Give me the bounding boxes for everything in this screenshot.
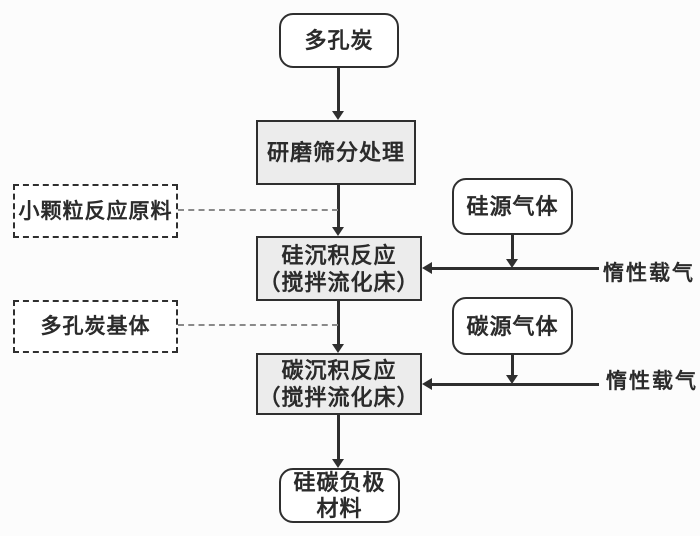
connector-porous-matrix-dashed-line [178,324,338,326]
arrow-cdeposition-to-product-line [337,415,340,459]
node-c-source-gas-label: 碳源气体 [466,313,559,339]
arrow-porous-to-grinding-line [337,68,340,112]
label-inert-gas-bottom: 惰性载气 [606,370,698,393]
arrow-si-source-down-arrowhead-icon [506,259,518,268]
inert-gas-bottom-arrowhead-icon [422,378,432,390]
annotation-small-particle-material: 小颗粒反应原料 [13,184,178,238]
annotation-small-particle-label: 小颗粒反应原料 [18,199,173,223]
node-porous-carbon-label: 多孔炭 [304,28,374,53]
node-si-c-anode-material: 硅碳负极 材料 [279,468,400,523]
node-si-deposition-line2: （搅拌流化床） [258,269,420,295]
inert-gas-bottom-line [431,383,599,386]
node-porous-carbon: 多孔炭 [279,13,399,68]
node-grinding-sieving: 研磨筛分处理 [256,120,416,185]
arrow-sideposition-to-cdeposition-line [337,301,340,344]
arrow-c-source-down-line [511,355,514,377]
label-inert-gas-top: 惰性载气 [603,262,695,285]
node-si-deposition: 硅沉积反应 （搅拌流化床） [256,236,422,301]
inert-gas-top-arrowhead-icon [422,262,432,274]
arrow-porous-to-grinding-arrowhead-icon [332,111,344,120]
connector-small-particle-dashed-line [178,209,338,211]
node-c-deposition-line2: （搅拌流化床） [258,385,420,410]
arrow-si-source-down-line [511,235,514,261]
node-c-deposition-line1: 碳沉积反应 [281,358,397,383]
arrow-sideposition-to-cdeposition-arrowhead-icon [332,344,344,353]
arrow-grinding-to-sideposition-arrowhead-icon [332,227,344,236]
arrow-grinding-to-sideposition-line [337,185,340,227]
node-si-c-anode-line2: 材料 [316,495,363,521]
inert-gas-top-line [431,267,599,270]
arrow-cdeposition-to-product-arrowhead-icon [332,459,344,468]
node-grinding-sieving-label: 研磨筛分处理 [266,140,405,165]
arrow-c-source-down-arrowhead-icon [506,375,518,384]
annotation-porous-matrix-label: 多孔炭基体 [40,315,151,338]
node-c-source-gas: 碳源气体 [452,297,573,355]
annotation-porous-carbon-matrix: 多孔炭基体 [13,300,178,353]
node-si-deposition-line1: 硅沉积反应 [281,242,397,268]
node-si-c-anode-line1: 硅碳负极 [293,469,386,495]
node-si-source-gas-label: 硅源气体 [466,194,559,219]
node-c-deposition: 碳沉积反应 （搅拌流化床） [256,353,422,415]
node-si-source-gas: 硅源气体 [452,178,573,235]
